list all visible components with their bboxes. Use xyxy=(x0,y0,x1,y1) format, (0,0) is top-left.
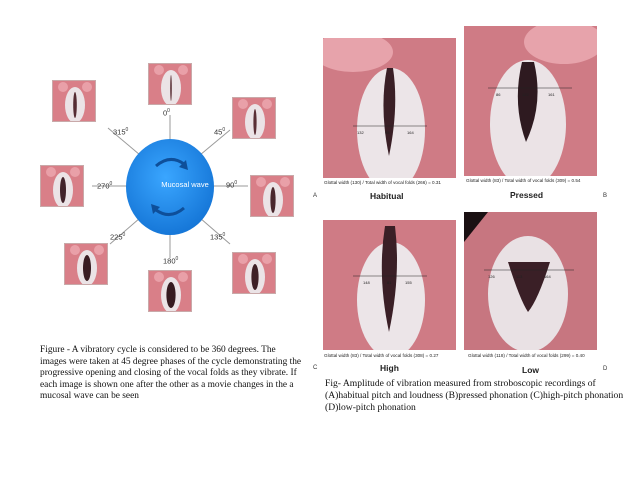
arrow-top-head-icon xyxy=(179,160,188,170)
panel-d-image: 126 113 164 xyxy=(464,212,597,350)
angle-label-270: 2700 xyxy=(97,181,112,191)
angle-label-90: 900 xyxy=(226,180,237,190)
panel-a-letter: A xyxy=(313,193,318,199)
panel-c-measure: Glottal width (83) / Total width of voca… xyxy=(324,353,439,358)
arrow-top-icon xyxy=(155,158,185,168)
degree-mark: 0 xyxy=(234,180,238,186)
measure-right: 164 xyxy=(544,274,551,279)
measure-glottis: 95 xyxy=(385,130,390,135)
panel-a-title: Habitual xyxy=(370,191,404,201)
measure-left: 148 xyxy=(363,280,370,285)
spoke-225 xyxy=(109,217,141,245)
angle-value: 90 xyxy=(226,180,235,190)
spoke-135 xyxy=(199,217,231,245)
panel-c-image: 148 81 155 xyxy=(323,220,456,350)
degree-mark: 0 xyxy=(125,127,129,133)
phase-frame-225 xyxy=(64,243,108,285)
phase-frame-45 xyxy=(232,97,276,139)
arrow-bottom-icon xyxy=(155,206,185,216)
phase-frame-0 xyxy=(148,63,192,105)
mucosal-wave-ellipse xyxy=(126,139,214,235)
figure-caption-stroboscopy: Fig- Amplitude of vibration measured fro… xyxy=(325,378,624,413)
angle-label-315: 3150 xyxy=(113,127,128,137)
measure-right: 164 xyxy=(407,130,414,135)
phase-frame-270 xyxy=(40,165,84,207)
angle-value: 225 xyxy=(110,232,123,242)
angle-value: 135 xyxy=(210,232,223,242)
panel-b-image: 86 122 161 xyxy=(464,26,597,176)
angle-label-45: 450 xyxy=(214,127,225,137)
figure-caption-cycle: Figure - A vibratory cycle is considered… xyxy=(40,345,302,402)
panel-d-title: Low xyxy=(522,365,539,375)
degree-mark: 0 xyxy=(222,127,226,133)
arrow-bottom-head-icon xyxy=(151,204,160,214)
angle-label-0: 00 xyxy=(163,108,170,118)
panel-c-title: High xyxy=(380,363,399,373)
panel-d-measure: Glottal width (118) / Total width of voc… xyxy=(468,353,585,358)
measure-glottis: 113 xyxy=(516,274,523,279)
panel-b-measure: Glottal width (83) / Total width of voca… xyxy=(466,178,581,183)
phase-frame-135 xyxy=(232,252,276,294)
angle-value: 45 xyxy=(214,127,223,137)
angle-label-180: 1800 xyxy=(163,256,178,266)
panel-c-letter: C xyxy=(313,365,318,371)
degree-mark: 0 xyxy=(109,181,113,187)
panel-a-image: 132 95 164 xyxy=(323,38,456,178)
angle-label-225: 2250 xyxy=(110,232,125,242)
panel-b-title: Pressed xyxy=(510,190,544,200)
measure-glottis: 122 xyxy=(522,92,529,97)
spoke-45 xyxy=(199,129,231,156)
degree-mark: 0 xyxy=(222,232,226,238)
panel-d-letter: D xyxy=(603,366,608,372)
measure-right: 161 xyxy=(548,92,555,97)
measure-right: 155 xyxy=(405,280,412,285)
measure-left: 132 xyxy=(357,130,364,135)
degree-mark: 0 xyxy=(175,256,179,262)
angle-value: 270 xyxy=(97,181,110,191)
measure-glottis: 81 xyxy=(387,280,392,285)
angle-value: 0 xyxy=(163,108,168,118)
angle-value: 180 xyxy=(163,256,176,266)
phase-frame-180 xyxy=(148,270,192,312)
measure-left: 126 xyxy=(488,274,495,279)
panel-a-measure: Glottal width (130) / Total width of voc… xyxy=(324,180,441,185)
angle-value: 315 xyxy=(113,127,126,137)
angle-label-135: 1350 xyxy=(210,232,225,242)
cycle-graphics xyxy=(92,115,248,258)
vibratory-cycle-diagram: Mucosal wave 00 450 900 1350 1800 2250 2… xyxy=(0,0,310,478)
degree-mark: 0 xyxy=(167,108,170,114)
panel-b-letter: B xyxy=(603,193,608,199)
degree-mark: 0 xyxy=(122,232,126,238)
phase-frame-315 xyxy=(52,80,96,122)
measure-left: 86 xyxy=(496,92,501,97)
spoke-315 xyxy=(107,127,141,156)
mucosal-wave-label: Mucosal wave xyxy=(161,180,209,189)
phase-frame-90 xyxy=(250,175,294,217)
